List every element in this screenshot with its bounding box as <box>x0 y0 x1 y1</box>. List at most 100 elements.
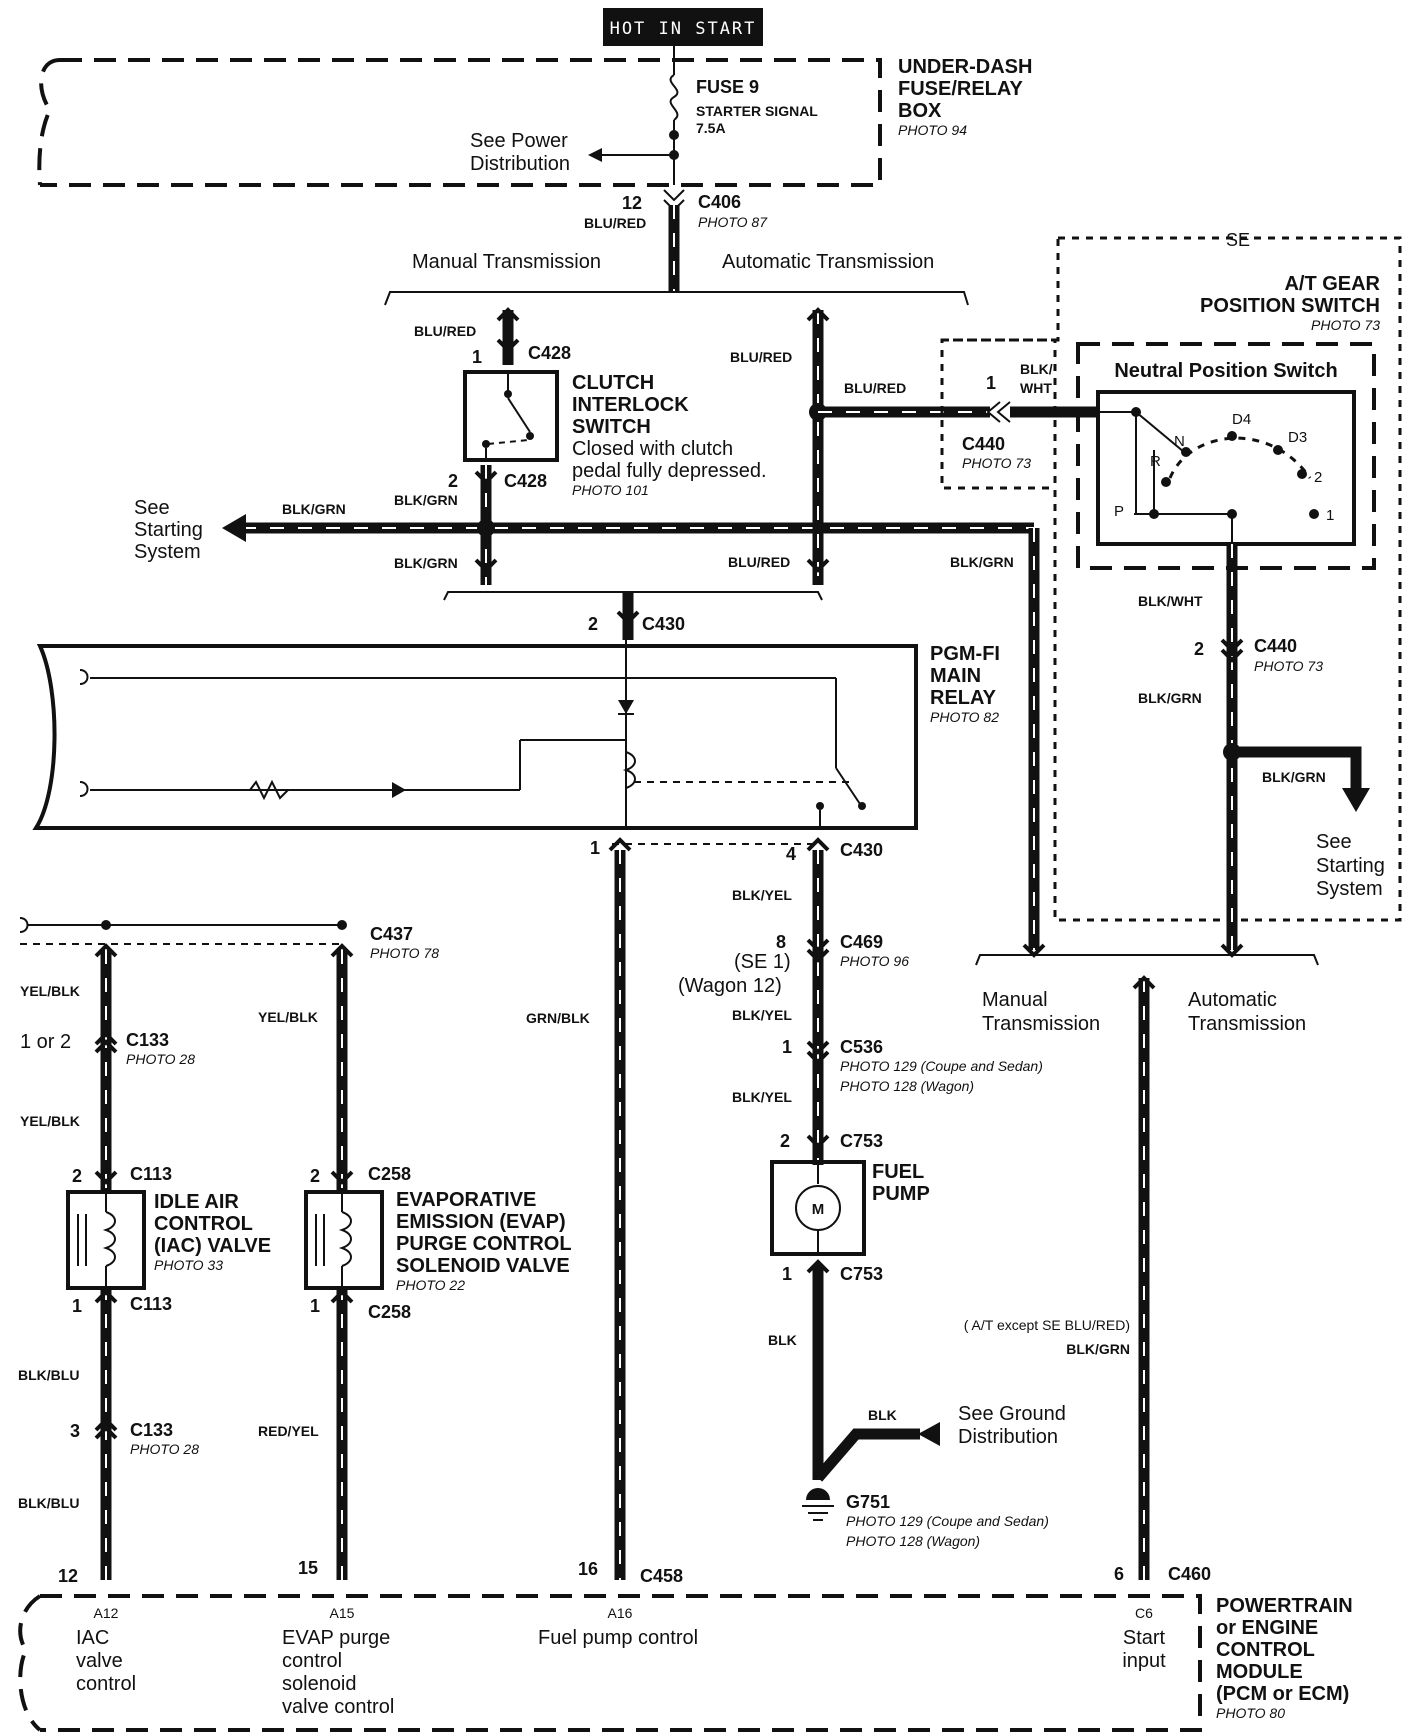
wire-grn-blk-label: GRN/BLK <box>526 1010 590 1026</box>
c460-label: C460 <box>1168 1564 1211 1584</box>
see-start-right-1: See <box>1316 831 1352 853</box>
pcm-c6-label-2: input <box>1122 1650 1166 1672</box>
pcm-module <box>18 1594 1202 1732</box>
pcm-photo: PHOTO 80 <box>1216 1705 1285 1721</box>
c430b-pin4: 4 <box>786 844 796 864</box>
c258a-pin: 2 <box>310 1166 320 1186</box>
c469-note-wagon: (Wagon 12) <box>678 975 782 997</box>
gear-position-1: 1 <box>1326 507 1334 524</box>
wire-gear-lower-color: BLK/GRN <box>1138 690 1202 706</box>
see-start-left-2: Starting <box>134 519 203 541</box>
c133b-pin: 3 <box>70 1421 80 1441</box>
se-region-label: SE <box>1226 230 1250 250</box>
evap-valve <box>304 1190 384 1290</box>
wire-fuel-top-color: BLK/YEL <box>732 887 792 903</box>
pcm-a15-label-1: EVAP purge <box>282 1627 390 1649</box>
wire-manual-vertical-color: BLK/GRN <box>950 554 1014 570</box>
gear-switch-name-2: POSITION SWITCH <box>1200 295 1380 317</box>
se-region <box>940 236 1402 922</box>
wire-auto-bottom-color: BLU/RED <box>728 554 790 570</box>
pcm-pin-a12: A12 <box>94 1605 119 1621</box>
wire-evap-low-color: RED/YEL <box>258 1423 319 1439</box>
wire-clutch-bottom-color: BLK/GRN <box>394 492 458 508</box>
c428b-label: C428 <box>504 471 547 491</box>
hot-in-start-badge: HOT IN START <box>603 8 763 46</box>
c440b-pin: 2 <box>1194 639 1204 659</box>
c133b-photo: PHOTO 28 <box>130 1441 199 1457</box>
clutch-desc-1: Closed with clutch <box>572 438 733 460</box>
wire-gear-in-color-1: BLK/ <box>1020 361 1053 377</box>
c258b-label: C258 <box>368 1302 411 1322</box>
pcm-a12-label-3: control <box>76 1673 136 1695</box>
c133b-label: C133 <box>130 1420 173 1440</box>
clutch-name-2: INTERLOCK <box>572 394 689 416</box>
see-start-left-1: See <box>134 497 170 519</box>
c430b-pin1: 1 <box>590 838 600 858</box>
connector-chevrons <box>94 307 1244 1440</box>
wire-gear-in-color-2: WHT <box>1020 380 1052 396</box>
fuse-relay-box <box>37 58 882 187</box>
see-start-left-3: System <box>134 541 201 563</box>
c753a-label: C753 <box>840 1131 883 1151</box>
c113a-pin: 2 <box>72 1166 82 1186</box>
clutch-interlock-switch <box>463 370 559 462</box>
c469-pin: 8 <box>776 932 786 952</box>
fuse-9-symbol <box>588 60 679 185</box>
pcm-a12-label-2: valve <box>76 1650 123 1672</box>
see-power-line1: See Power <box>470 130 568 152</box>
c440a-label: C440 <box>962 434 1005 454</box>
c536-photo-2: PHOTO 128 (Wagon) <box>840 1078 974 1094</box>
gear-position-d4: D4 <box>1232 411 1251 428</box>
c536-pin: 1 <box>782 1037 792 1057</box>
manual-transmission-bot-2: Transmission <box>982 1013 1100 1035</box>
wire-iac-low-color: BLK/BLU <box>18 1367 79 1383</box>
relay-name-3: RELAY <box>930 687 997 709</box>
neutral-switch-outline <box>1076 342 1376 570</box>
badge-label: HOT IN START <box>610 19 757 39</box>
pcm-a16-label: Fuel pump control <box>538 1627 698 1649</box>
wire-gear-switch-color: BLU/RED <box>844 380 906 396</box>
wire-start-left-color: BLK/GRN <box>282 501 346 517</box>
c440b-label: C440 <box>1254 636 1297 656</box>
evap-name-4: SOLENOID VALVE <box>396 1255 570 1277</box>
fuse-box-name-3: BOX <box>898 100 942 122</box>
c437-photo: PHOTO 78 <box>370 945 439 961</box>
wire-start-right-color: BLK/GRN <box>1262 769 1326 785</box>
evap-name-1: EVAPORATIVE <box>396 1189 536 1211</box>
pcm-name-5: (PCM or ECM) <box>1216 1683 1349 1705</box>
wire-gear-out-color: BLK/WHT <box>1138 593 1203 609</box>
c753a-pin: 2 <box>780 1131 790 1151</box>
see-ground-1: See Ground <box>958 1403 1066 1425</box>
automatic-transmission-top: Automatic Transmission <box>722 251 934 273</box>
c406-pin: 12 <box>622 193 642 213</box>
automatic-transmission-bot-1: Automatic <box>1188 989 1277 1011</box>
wire-start-input-color: BLK/GRN <box>1066 1341 1130 1357</box>
fuse-desc: STARTER SIGNAL <box>696 103 818 119</box>
gear-switch-photo: PHOTO 73 <box>1311 317 1380 333</box>
g751-photo-2: PHOTO 128 (Wagon) <box>846 1533 980 1549</box>
iac-name-3: (IAC) VALVE <box>154 1235 271 1257</box>
iac-photo: PHOTO 33 <box>154 1257 223 1273</box>
clutch-desc-2: pedal fully depressed. <box>572 460 767 482</box>
c406-photo: PHOTO 87 <box>698 214 768 230</box>
g751-photo-1: PHOTO 129 (Coupe and Sedan) <box>846 1513 1049 1529</box>
pcm-a15-label-3: solenoid <box>282 1673 357 1695</box>
evap-name-3: PURGE CONTROL <box>396 1233 572 1255</box>
iac-name-1: IDLE AIR <box>154 1191 239 1213</box>
c133a-label: C133 <box>126 1030 169 1050</box>
c428b-pin: 2 <box>448 471 458 491</box>
c113b-label: C113 <box>130 1294 172 1314</box>
gear-position-r: R <box>1150 453 1161 470</box>
wire-clutch-top-color: BLU/RED <box>414 323 476 339</box>
wire-iac-top-color: YEL/BLK <box>20 983 80 999</box>
fuse-box-name-1: UNDER-DASH <box>898 56 1032 78</box>
c133a-photo: PHOTO 28 <box>126 1051 195 1067</box>
neutral-position-switch <box>1096 390 1356 546</box>
fuel-pump-name-2: PUMP <box>872 1183 930 1205</box>
wire-evap-top-color: YEL/BLK <box>258 1009 318 1025</box>
iac-name-2: CONTROL <box>154 1213 253 1235</box>
relay-photo: PHOTO 82 <box>930 709 999 725</box>
c536-photo-1: PHOTO 129 (Coupe and Sedan) <box>840 1058 1043 1074</box>
manual-transmission-bot-1: Manual <box>982 989 1048 1011</box>
wire-fuel-mid-color: BLK/YEL <box>732 1007 792 1023</box>
